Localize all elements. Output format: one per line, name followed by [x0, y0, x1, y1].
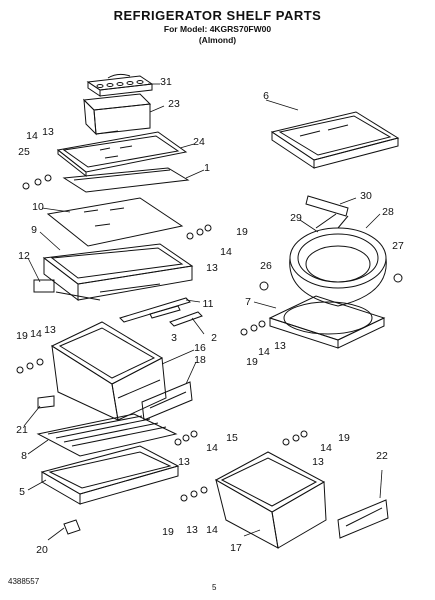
callout-2: 2	[211, 332, 217, 344]
fastener-parts	[16, 174, 308, 502]
crisper-lid-part	[305, 195, 349, 217]
callout-24: 24	[193, 136, 205, 148]
diagram-title: REFRIGERATOR SHELF PARTS	[113, 8, 322, 23]
callout-13e: 13	[178, 456, 190, 468]
callout-13c: 13	[44, 324, 56, 336]
callout-19d: 19	[338, 432, 350, 444]
callout-19b: 19	[16, 330, 28, 342]
crisper-cover-frame-part	[33, 243, 194, 302]
callout-14g: 14	[206, 524, 218, 536]
callout-9: 9	[31, 224, 37, 236]
callout-13g: 13	[186, 524, 198, 536]
callout-23: 23	[168, 98, 180, 110]
upper-cantilever-shelf-part	[270, 111, 400, 169]
lower-crisper-drawer-part	[214, 451, 327, 549]
callout-14a: 14	[26, 130, 38, 142]
page-number: 5	[212, 583, 217, 592]
callout-21: 21	[16, 424, 28, 436]
callout-13d: 13	[274, 340, 286, 352]
callout-14d: 14	[258, 346, 270, 358]
wire-shelf-part	[36, 413, 178, 457]
egg-tray-part	[86, 73, 154, 97]
callout-13a: 13	[42, 126, 54, 138]
clip-part-21	[37, 395, 55, 409]
callout-7: 7	[245, 296, 251, 308]
callout-22: 22	[376, 450, 388, 462]
callout-20: 20	[36, 544, 48, 556]
callout-27: 27	[392, 240, 404, 252]
callout-25: 25	[18, 146, 30, 158]
callout-14c: 14	[30, 328, 42, 340]
callout-10: 10	[32, 201, 44, 213]
model-line: For Model: 4KGRS70FW00	[163, 24, 272, 34]
drawer-front-part-18	[141, 381, 193, 421]
callout-30: 30	[360, 190, 372, 202]
callout-13b: 13	[206, 262, 218, 274]
callout-13f: 13	[312, 456, 324, 468]
callout-14f: 14	[320, 442, 332, 454]
callout-3: 3	[171, 332, 177, 344]
callout-19c: 19	[246, 356, 258, 368]
callout-16: 16	[194, 342, 206, 354]
leader-lines	[23, 83, 383, 541]
round-crisper-part	[289, 213, 387, 307]
callout-19a: 19	[236, 226, 248, 238]
shelf-rail-parts	[119, 297, 203, 327]
glass-shelf-part	[56, 131, 188, 178]
callout-14e: 14	[206, 442, 218, 454]
callout-5: 5	[19, 486, 25, 498]
callout-12: 12	[18, 250, 30, 262]
crisper-base-part	[268, 295, 386, 349]
egg-bin-part	[82, 93, 152, 136]
callout-11: 11	[202, 298, 214, 310]
callout-29: 29	[290, 212, 302, 224]
callout-19e: 19	[162, 526, 174, 538]
screw-part-27	[393, 273, 403, 283]
screw-part-26	[259, 281, 269, 291]
callout-28: 28	[382, 206, 394, 218]
callout-18: 18	[194, 354, 206, 366]
callout-31: 31	[160, 76, 172, 88]
clip-part-20	[63, 519, 81, 535]
callout-26: 26	[260, 260, 272, 272]
callout-17: 17	[230, 542, 242, 554]
shelf-frame-part	[62, 167, 190, 193]
callout-6: 6	[263, 90, 269, 102]
callout-14b: 14	[220, 246, 232, 258]
callout-15: 15	[226, 432, 238, 444]
callout-8: 8	[21, 450, 27, 462]
document-code: 4388557	[8, 577, 40, 586]
glass-panel-part	[46, 197, 184, 247]
drawer-front-part-22	[337, 499, 389, 539]
color-line: (Almond)	[198, 35, 237, 45]
callout-1: 1	[204, 162, 210, 174]
upper-crisper-drawer-part	[50, 321, 167, 421]
lower-frame-part	[40, 445, 180, 505]
